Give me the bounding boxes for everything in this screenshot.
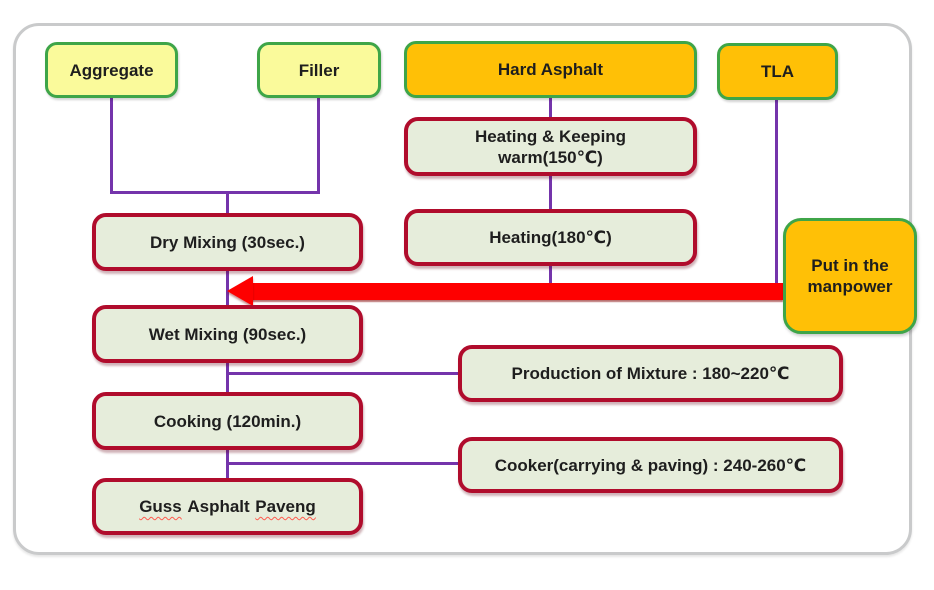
node-filler: Filler: [257, 42, 381, 98]
node-wet-mixing-label: Wet Mixing (90sec.): [148, 324, 307, 344]
node-put-in-manpower: Put in the manpower: [783, 218, 917, 334]
asphalt-word: Asphalt: [187, 497, 250, 516]
node-heating-keeping-line1: Heating & Keeping: [474, 126, 627, 146]
node-put-in-manpower-line2: manpower: [807, 277, 893, 296]
node-dry-mixing-label: Dry Mixing (30sec.): [150, 232, 305, 252]
node-hard-asphalt: Hard Asphalt: [404, 41, 697, 98]
node-guss-asphalt-paving-label: Guss Asphalt Paveng: [139, 496, 316, 517]
node-dry-mixing: Dry Mixing (30sec.): [92, 213, 363, 271]
connector-to-cooker: [226, 462, 459, 465]
guss-word: Guss: [139, 497, 182, 516]
connector-tla-down: [775, 100, 778, 292]
node-cooker: Cooker(carrying & paving) : 240-260℃: [458, 437, 843, 493]
paveng-word: Paveng: [255, 497, 316, 516]
connector-to-production: [226, 372, 459, 375]
connector-heating-to-arrow: [549, 265, 552, 292]
node-wet-mixing: Wet Mixing (90sec.): [92, 305, 363, 363]
node-aggregate: Aggregate: [45, 42, 178, 98]
connector-filler-down: [317, 98, 320, 193]
node-heating-label: Heating(180℃): [489, 228, 612, 247]
node-cooking-label: Cooking (120min.): [153, 411, 302, 431]
node-filler-label: Filler: [298, 60, 340, 80]
connector-join-horizontal: [110, 191, 320, 194]
node-cooker-label: Cooker(carrying & paving) : 240-260℃: [494, 455, 807, 475]
node-heating-keeping-warm: Heating & Keeping warm(150℃): [404, 117, 697, 176]
node-heating-keeping-line2: warm(150℃): [498, 147, 603, 167]
connector-hardasphalt-down: [549, 97, 552, 120]
node-production-of-mixture: Production of Mixture : 180~220℃: [458, 345, 843, 402]
node-tla: TLA: [717, 43, 838, 100]
node-aggregate-label: Aggregate: [69, 60, 154, 80]
node-put-in-manpower-line1: Put in the: [811, 256, 889, 275]
node-guss-asphalt-paving: Guss Asphalt Paveng: [92, 478, 363, 535]
connector-keeping-to-heating: [549, 175, 552, 211]
connector-aggregate-down: [110, 98, 113, 193]
node-production-of-mixture-label: Production of Mixture : 180~220℃: [511, 364, 790, 383]
node-hard-asphalt-label: Hard Asphalt: [497, 60, 604, 79]
connector-join-to-drymixing: [226, 191, 229, 215]
node-heating: Heating(180℃): [404, 209, 697, 266]
node-tla-label: TLA: [760, 62, 795, 81]
connector-wet-to-cooking: [226, 362, 229, 394]
manpower-arrow-left-icon: [227, 276, 253, 306]
manpower-arrow-body: [250, 283, 783, 300]
node-cooking: Cooking (120min.): [92, 392, 363, 450]
